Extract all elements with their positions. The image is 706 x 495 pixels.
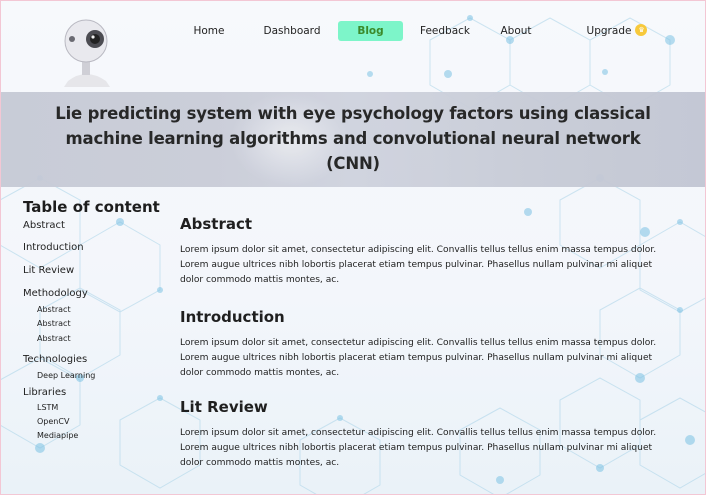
toc-subitem-methodology-2[interactable]: Abstract xyxy=(37,319,71,328)
nav-about[interactable]: About xyxy=(500,25,532,37)
crown-icon: ♛ xyxy=(635,24,648,36)
toc-subitem-opencv[interactable]: OpenCV xyxy=(37,417,70,426)
section-text-introduction: Lorem ipsum dolor sit amet, consectetur … xyxy=(180,338,657,378)
toc-subitem-methodology-3[interactable]: Abstract xyxy=(37,334,71,343)
toc-item-lit-review[interactable]: Lit Review xyxy=(23,265,75,276)
upgrade-label: Upgrade xyxy=(586,25,632,37)
section-text-abstract: Lorem ipsum dolor sit amet, consectetur … xyxy=(180,245,657,285)
banner-glow xyxy=(230,92,350,187)
section-title-lit-review: Lit Review xyxy=(180,398,268,416)
section-title-abstract: Abstract xyxy=(180,215,253,233)
toc-item-abstract[interactable]: Abstract xyxy=(23,220,65,231)
toc-subitem-deep-learning[interactable]: Deep Learning xyxy=(37,371,96,380)
nav-feedback[interactable]: Feedback xyxy=(419,25,470,37)
nav-home[interactable]: Home xyxy=(193,25,225,37)
toc-item-libraries[interactable]: Libraries xyxy=(23,387,67,398)
toc-item-technologies[interactable]: Technologies xyxy=(23,354,88,365)
table-of-contents: Table of content Abstract Introduction L… xyxy=(23,198,173,440)
toc-subitem-lstm[interactable]: LSTM xyxy=(37,403,59,412)
section-text-lit-review: Lorem ipsum dolor sit amet, consectetur … xyxy=(180,428,657,468)
webcam-robot-icon[interactable] xyxy=(58,17,118,89)
toc-subitem-mediapipe[interactable]: Mediapipe xyxy=(37,431,79,440)
nav-blog-active[interactable]: Blog xyxy=(338,21,403,41)
toc-item-introduction[interactable]: Introduction xyxy=(23,242,84,253)
toc-heading: Table of content xyxy=(23,198,160,216)
top-navigation: Home Dashboard Blog Feedback About Upgra… xyxy=(0,21,706,41)
toc-item-methodology[interactable]: Methodology xyxy=(23,288,88,299)
page-title: Lie predicting system with eye psycholog… xyxy=(55,104,651,173)
title-banner: Lie predicting system with eye psycholog… xyxy=(0,92,706,187)
section-title-introduction: Introduction xyxy=(180,308,285,326)
toc-subitem-methodology-1[interactable]: Abstract xyxy=(37,305,71,314)
nav-dashboard[interactable]: Dashboard xyxy=(263,25,321,37)
nav-upgrade[interactable]: Upgrade♛ xyxy=(584,21,650,41)
